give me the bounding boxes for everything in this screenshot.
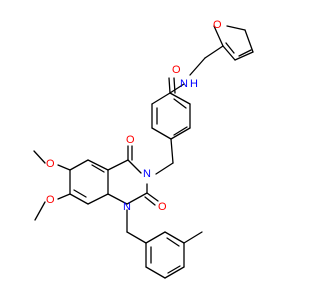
methoxy-oxygen-lower-label: O bbox=[46, 194, 55, 206]
carbonyl-oxygen-c2-label: O bbox=[158, 201, 167, 213]
amide-hydrogen-label: H bbox=[190, 78, 198, 90]
amide-nitrogen-label: N bbox=[180, 78, 188, 90]
molecule-structure: O O N H O O O O N N bbox=[33, 19, 254, 279]
carbonyl-oxygen-c4-label: O bbox=[126, 134, 135, 146]
furan-oxygen-label: O bbox=[213, 19, 222, 31]
ring-nitrogen-n3-label: N bbox=[143, 168, 151, 180]
bond-layer bbox=[33, 25, 254, 279]
methoxy-oxygen-upper-label: O bbox=[46, 158, 55, 170]
amide-oxygen-label: O bbox=[172, 64, 181, 76]
ring-nitrogen-n1-label: N bbox=[123, 201, 131, 213]
atom-label-layer: O O N H O O O O N N bbox=[46, 19, 222, 213]
